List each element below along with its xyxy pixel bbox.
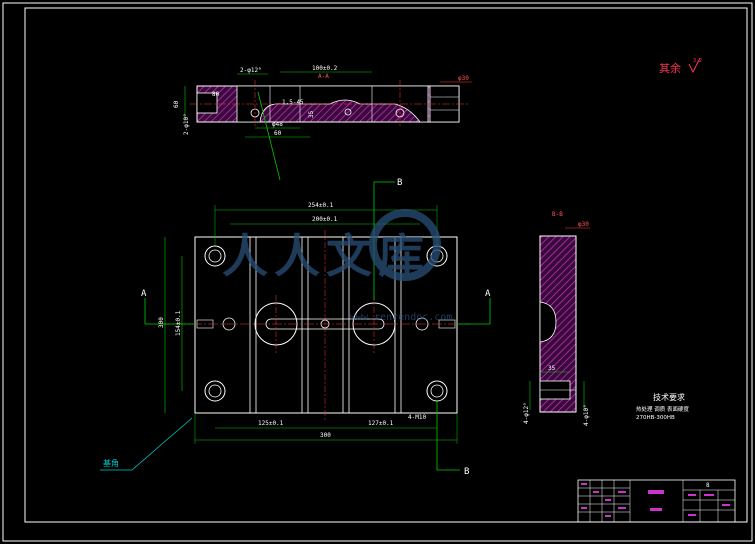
cut-label-b-top: B (397, 178, 402, 188)
bolt-hole-tl-inner (208, 249, 222, 263)
bolt-hole-br-inner (430, 384, 444, 398)
title-block: 8 (577, 479, 736, 523)
dim-holes-left: 2-φ12° (240, 67, 262, 74)
section-aa-hole-3 (344, 108, 352, 116)
dim-mid-2: 60 (274, 130, 282, 137)
surface-note-text: 其余 (659, 61, 681, 75)
dim-bottom-overall: 300 (320, 432, 331, 439)
leader-diag (257, 91, 281, 181)
section-bb-tag: φ30 (578, 221, 589, 228)
bolt-hole-bl-inner (208, 384, 222, 398)
section-bb-dim-3: 4-φ10° (583, 404, 590, 426)
cut-label-b-bottom: B (464, 467, 469, 477)
section-bb-dim-1: 35 (548, 365, 556, 372)
dim-left-h2: 2-φ10° (183, 113, 190, 135)
dim-left-h1: 60 (173, 100, 180, 108)
section-aa-label: A-A (318, 73, 329, 80)
dim-height-inner: 154±0.1 (175, 310, 182, 336)
section-bb (529, 227, 590, 413)
dim-overall-top: 254±0.1 (308, 202, 334, 209)
bolt-hole-br (426, 380, 448, 402)
tb-fill-marks (581, 483, 730, 517)
tb-material-cell (650, 508, 662, 511)
dim-height-left: 300 (158, 317, 165, 328)
dim-inner-top: 200±0.1 (312, 216, 338, 223)
section-bb-label: B-B (552, 211, 563, 218)
cut-label-a-left: A (141, 289, 147, 299)
watermark-logo-ring (369, 209, 441, 281)
dim-mid-1: φ48 (272, 121, 283, 128)
section-bb-cavity (539, 301, 557, 343)
tech-req-title: 技术要求 (653, 392, 685, 402)
inner-frame (24, 7, 748, 523)
cut-label-a-right: A (485, 289, 491, 299)
dim-mid-4: 35 (308, 110, 315, 118)
tech-requirements: 技术要求 热处理 调质 表面硬度 270HB-300HB (636, 392, 689, 421)
surface-finish-note: 其余 3.2 (659, 57, 702, 75)
watermark-url: www.renrendoc.com (350, 312, 452, 323)
section-aa (184, 71, 472, 181)
side-hole-left (222, 317, 236, 331)
dim-bottom-left: 125±0.1 (258, 420, 284, 427)
surface-finish-icon (688, 57, 701, 74)
dim-bolt-note: 4-M10 (408, 414, 426, 421)
dim-bottom-right: 127±0.1 (368, 420, 394, 427)
tech-req-line2: 270HB-300HB (636, 415, 675, 421)
dim-mid-5: 80 (212, 91, 220, 98)
dim-top-span: 100±0.2 (312, 65, 338, 72)
section-aa-cavity (236, 85, 429, 123)
cut-line-b-bottom (436, 400, 460, 471)
section-bb-dim-2: 4-φ12° (523, 402, 530, 424)
tech-req-line1: 热处理 调质 表面硬度 (636, 405, 689, 413)
title-block-frame (577, 479, 736, 523)
watermark: 人人文库 www.renrendoc.com (222, 209, 452, 323)
section-aa-right-tag: φ30 (458, 75, 469, 82)
tb-cell-a: 8 (706, 482, 710, 489)
watermark-chars: 人人文库 (222, 229, 430, 283)
tb-name-cell (648, 490, 664, 494)
plan-plate-outline (194, 236, 458, 414)
bolt-hole-bl (204, 380, 226, 402)
surface-value: 3.2 (693, 58, 702, 64)
datum-leader (100, 417, 193, 471)
section-aa-left-pocket (196, 92, 218, 114)
datum-label: 基角 (103, 458, 119, 468)
dim-mid-3: 1.5-45 (282, 99, 304, 106)
